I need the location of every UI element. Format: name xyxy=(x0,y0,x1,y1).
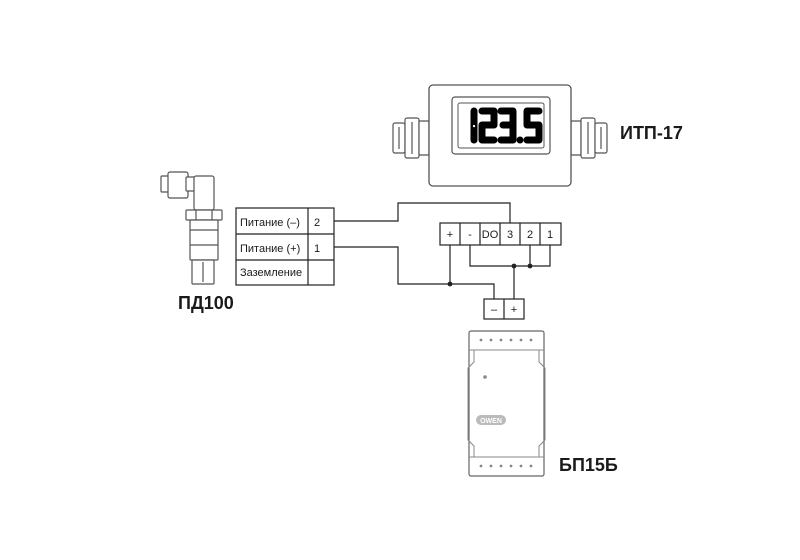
wires xyxy=(334,202,551,299)
indicator-terminal-label: + xyxy=(447,229,453,241)
indicator-terminal-strip: + - DO 3 2 1 xyxy=(439,222,562,246)
sensor-terminal-number: 1 xyxy=(314,243,320,255)
power-supply-device: OWEN xyxy=(467,330,546,477)
indicator-display-digits xyxy=(470,107,543,144)
indicator-terminal-label: DO xyxy=(482,229,499,241)
indicator-name-label: ИТП-17 xyxy=(620,123,683,143)
junction-dot xyxy=(511,263,517,269)
wire-supply-plus xyxy=(334,246,495,299)
sensor-terminal-number: 2 xyxy=(314,217,320,229)
pressure-sensor xyxy=(160,171,223,285)
indicator-left-gland xyxy=(392,117,430,159)
psu-screw-dots xyxy=(479,338,533,468)
sensor-terminal-label: Заземление xyxy=(240,267,302,279)
sensor-terminal-label: Питание (+) xyxy=(240,243,300,255)
sensor-terminal-block: Питание (–) Питание (+) Заземление 2 1 xyxy=(235,207,335,286)
indicator-right-gland xyxy=(570,117,608,159)
indicator-device: ИТП-17 xyxy=(392,84,683,187)
psu-led xyxy=(483,375,487,379)
svg-text:OWEN: OWEN xyxy=(480,418,502,425)
junction-dot xyxy=(527,263,533,269)
sensor-terminal-label: Питание (–) xyxy=(240,217,300,229)
psu-brand-logo: OWEN xyxy=(476,415,506,425)
psu-terminal-label: – xyxy=(491,304,498,316)
indicator-terminal-label: 2 xyxy=(527,229,533,241)
indicator-terminal-label: 3 xyxy=(507,229,513,241)
psu-name-label: БП15Б xyxy=(559,455,618,475)
wire-supply-minus xyxy=(334,202,511,223)
indicator-terminal-label: 1 xyxy=(547,229,553,241)
wire-indicator-minus xyxy=(469,245,551,267)
indicator-terminal-label: - xyxy=(468,229,472,241)
junction-dot xyxy=(447,281,453,287)
sensor-name-label: ПД100 xyxy=(178,293,234,313)
psu-terminal-strip: – + xyxy=(483,298,525,320)
psu-terminal-label: + xyxy=(511,304,517,316)
